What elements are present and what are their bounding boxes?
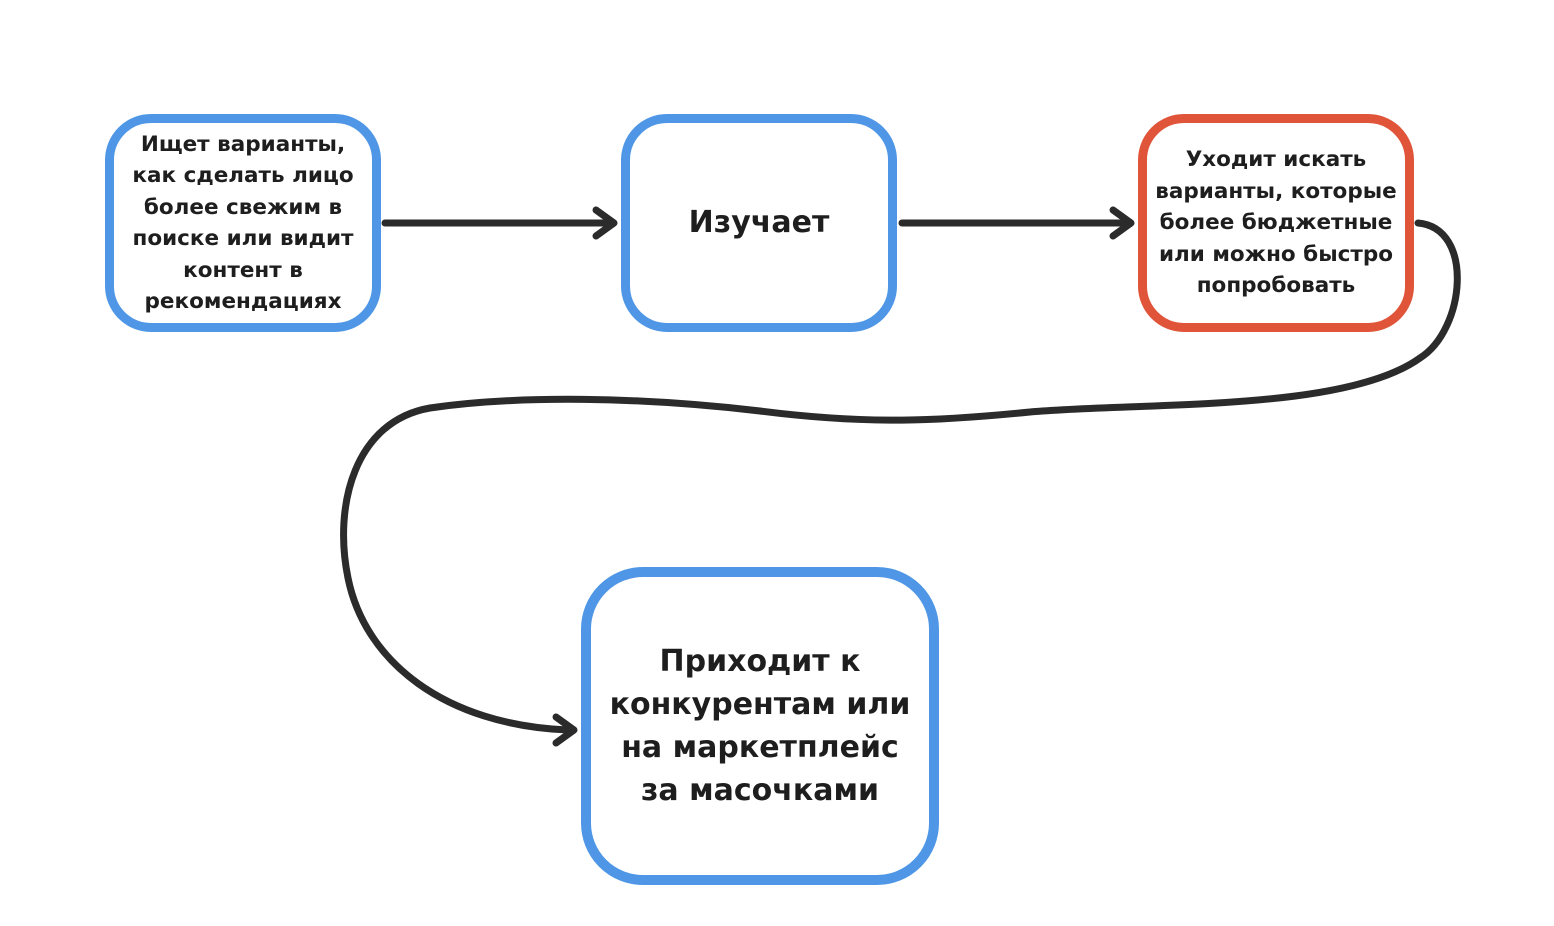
node-searches-options: Ищет варианты, как сделать лицо более св… (105, 114, 381, 332)
node-studies: Изучает (621, 114, 897, 332)
node-leaves-to-search-text: Уходит искать варианты, которые более бю… (1155, 147, 1397, 299)
node-leaves-to-search: Уходит искать варианты, которые более бю… (1138, 114, 1414, 332)
edge-search-to-study (381, 206, 618, 240)
edge-leave-to-competitors (340, 219, 1461, 747)
edge-study-to-leave (898, 206, 1135, 240)
node-goes-to-competitors-text: Приходит к конкурентам или на маркетплей… (609, 644, 911, 808)
node-goes-to-competitors: Приходит к конкурентам или на маркетплей… (581, 567, 939, 885)
node-studies-text: Изучает (688, 205, 830, 240)
node-searches-options-text: Ищет варианты, как сделать лицо более св… (132, 131, 354, 315)
